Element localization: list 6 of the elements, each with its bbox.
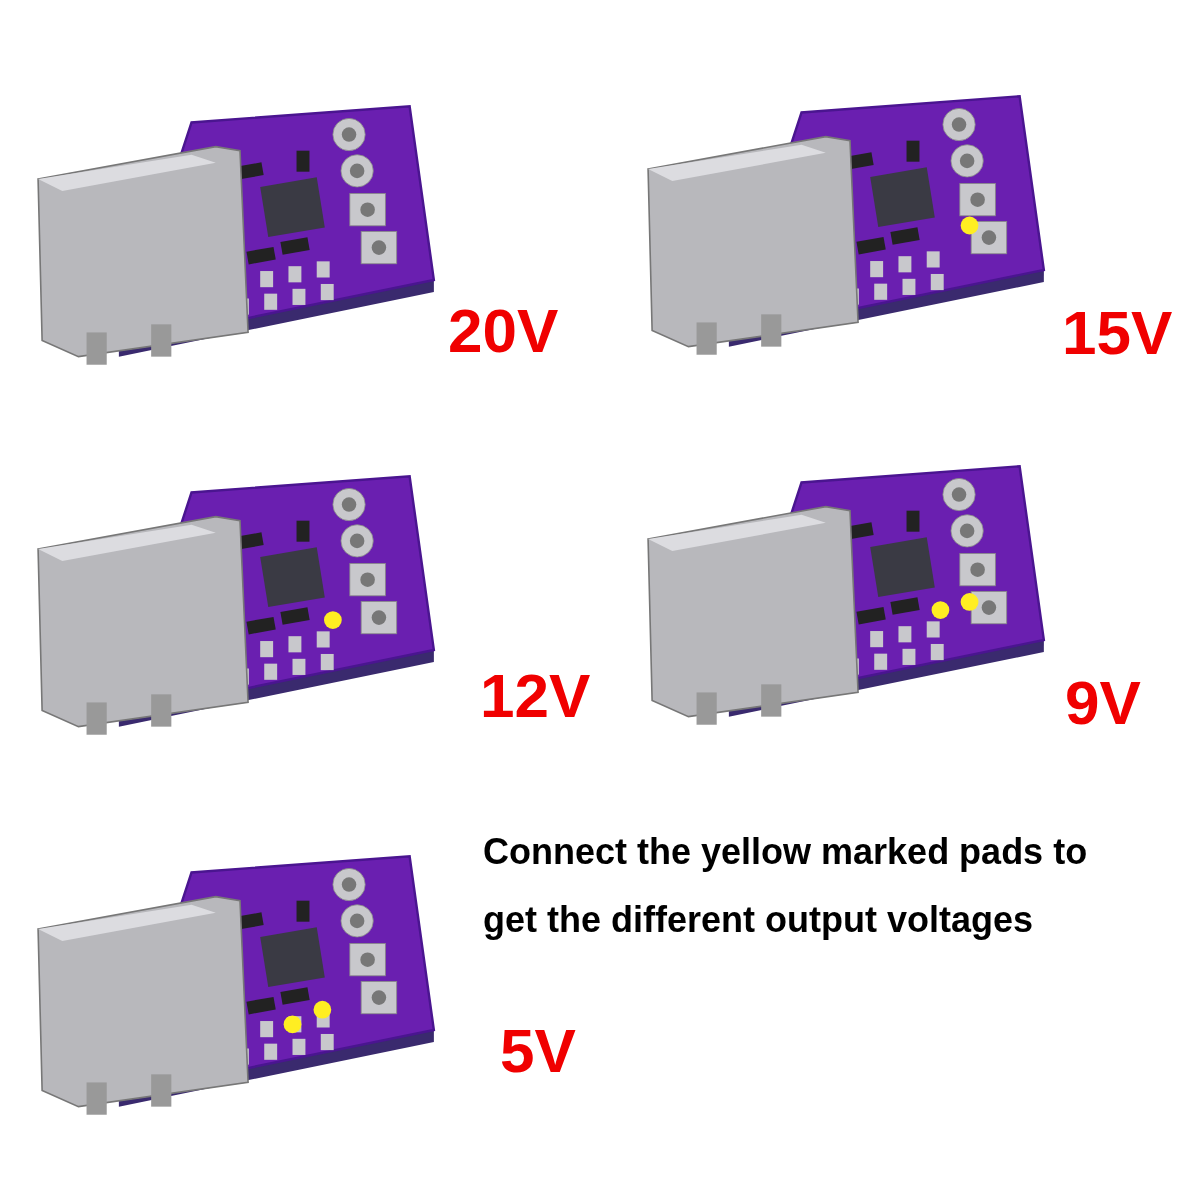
voltage-label: 15V — [1062, 302, 1173, 364]
voltage-label: 20V — [448, 300, 559, 362]
voltage-label: 9V — [1065, 672, 1141, 734]
instruction-text: Connect the yellow marked pads to get the different output voltages — [483, 830, 1089, 942]
voltage-label: 12V — [480, 665, 591, 727]
voltage-label: 5V — [500, 1020, 576, 1082]
